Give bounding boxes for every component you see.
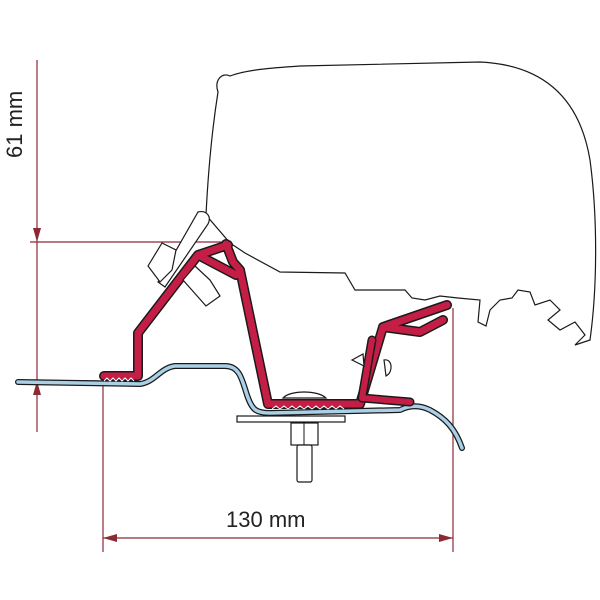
bolt-head-icon bbox=[281, 391, 328, 399]
nut-icon bbox=[147, 242, 177, 283]
awning-cassette-outline bbox=[205, 61, 597, 346]
arrow-icon bbox=[33, 381, 41, 395]
arrow-icon bbox=[439, 534, 453, 542]
arrow-icon bbox=[103, 534, 117, 542]
bolt-icon bbox=[296, 444, 313, 483]
screw-head-icon bbox=[383, 359, 392, 377]
adapter-bracket bbox=[99, 239, 452, 409]
grip-serration bbox=[271, 405, 345, 410]
vehicle-roof-sheet bbox=[15, 363, 465, 451]
nut-icon bbox=[182, 265, 221, 307]
bracket-nuts bbox=[147, 242, 392, 377]
width-dimension-label: 130 mm bbox=[226, 507, 305, 532]
base-washer-plate bbox=[236, 415, 346, 423]
screw-tip-icon bbox=[350, 353, 365, 368]
dimension-arrows bbox=[33, 228, 453, 542]
grip-serration bbox=[103, 377, 135, 382]
height-dimension-label: 61 mm bbox=[2, 91, 27, 158]
arrow-icon bbox=[33, 228, 41, 242]
